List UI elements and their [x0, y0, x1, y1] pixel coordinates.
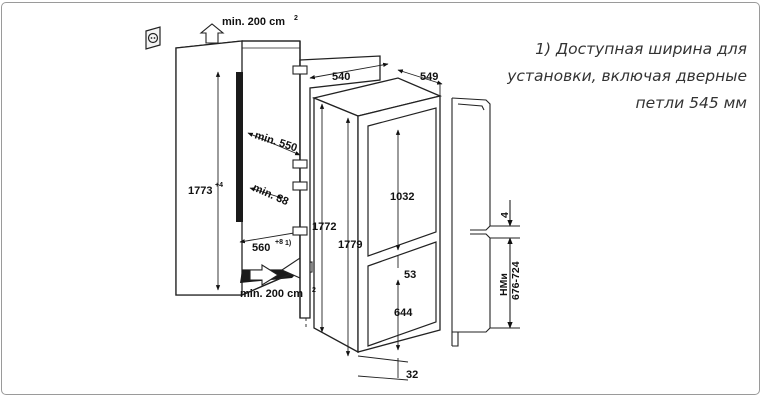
niche-width-dimension-line: [239, 230, 301, 244]
power-socket-icon: [145, 26, 161, 50]
footnote-text: 1) Доступная ширина для установки, включ…: [487, 36, 747, 117]
footnote-line-2: установки, включая дверные: [507, 67, 747, 85]
vent-top-label: min. 200 cm: [222, 16, 285, 28]
gap-4-label: 4: [499, 212, 511, 218]
bottom-32-extension-line-2: [357, 375, 409, 381]
bottom-32-label: 32: [406, 369, 418, 381]
refrigerator-upper-door: [367, 107, 437, 257]
depth-550-dimension-line: [247, 132, 301, 156]
bottom-32-extension-line: [357, 355, 409, 363]
refrigerator-lower-door: [367, 241, 437, 347]
width-540-dimension-line: [309, 62, 389, 80]
niche-height-superscript: +4: [215, 182, 223, 189]
width-540-label: 540: [332, 71, 350, 83]
vent-top-arrow: [199, 23, 225, 44]
niche-height-label: 1773: [188, 185, 212, 197]
upper-door-label: 1032: [390, 191, 414, 203]
door-hinges: [292, 65, 308, 236]
side-section-profile: [451, 97, 520, 347]
depth-549-label: 549: [420, 71, 438, 83]
unit-height-1779-label: 1779: [338, 239, 362, 251]
cabinet-niche: [175, 40, 301, 296]
vent-bottom-label: min. 200 cm: [240, 288, 303, 300]
hmu-label: НМи: [498, 273, 510, 296]
footnote-line-3: петли 545 мм: [635, 94, 747, 112]
hmu-range-label: 676-724: [510, 261, 522, 300]
unit-height-1772-label: 1772: [312, 221, 336, 233]
gap-53-label: 53: [404, 269, 416, 281]
niche-width-superscript: +8: [275, 239, 283, 246]
footnote-line-1: 1) Доступная ширина для: [535, 40, 747, 58]
niche-width-footnote-ref: 1): [285, 240, 291, 247]
vent-top-superscript: 2: [294, 15, 298, 22]
gap-38-dimension-line: [249, 187, 283, 199]
lower-door-label: 644: [394, 307, 413, 319]
depth-549-dimension-line: [397, 69, 443, 85]
niche-width-label: 560: [252, 242, 270, 254]
vent-bottom-superscript: 2: [312, 287, 316, 294]
